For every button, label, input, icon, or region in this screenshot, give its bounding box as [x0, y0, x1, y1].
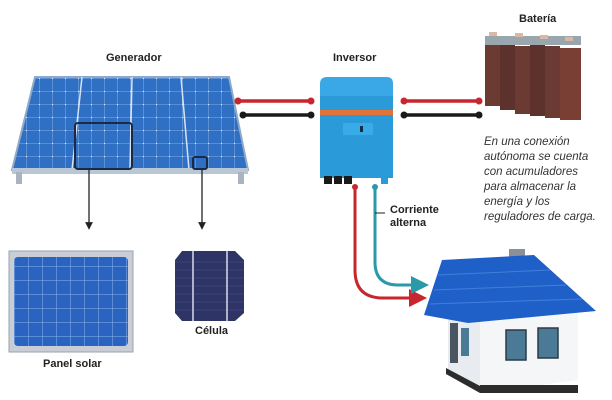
panel-solar-label: Panel solar	[43, 358, 102, 370]
battery-note-line: reguladores de carga.	[484, 211, 596, 223]
ac-current-line2: alterna	[390, 217, 427, 229]
solar-panel-icon	[8, 250, 134, 353]
ac-current-line1: Corriente	[390, 204, 439, 216]
battery-bank-icon	[485, 32, 581, 120]
battery-note-line: energía y los	[484, 196, 550, 208]
generator-label: Generador	[106, 52, 162, 64]
generator-solar-array-icon	[10, 76, 250, 184]
battery-note-line: con acumuladores	[484, 166, 578, 178]
dc-cable-inverter-battery	[400, 97, 483, 119]
ac-cable-inverter-house	[352, 184, 429, 307]
inverter-label: Inversor	[333, 52, 377, 64]
cell-label: Célula	[195, 325, 229, 337]
ac-current-label: Corriente alterna	[390, 204, 439, 230]
battery-note: En una conexión autónoma se cuenta con a…	[484, 135, 612, 225]
battery-label: Batería	[519, 13, 557, 25]
inverter-icon	[320, 77, 393, 184]
battery-note-line: En una conexión	[484, 136, 570, 148]
battery-note-line: autónoma se cuenta	[484, 151, 589, 163]
dc-cable-generator-inverter	[234, 97, 315, 119]
house-icon	[424, 249, 596, 393]
solar-cell-icon	[175, 251, 244, 321]
battery-note-line: para almacenar la	[484, 181, 577, 193]
